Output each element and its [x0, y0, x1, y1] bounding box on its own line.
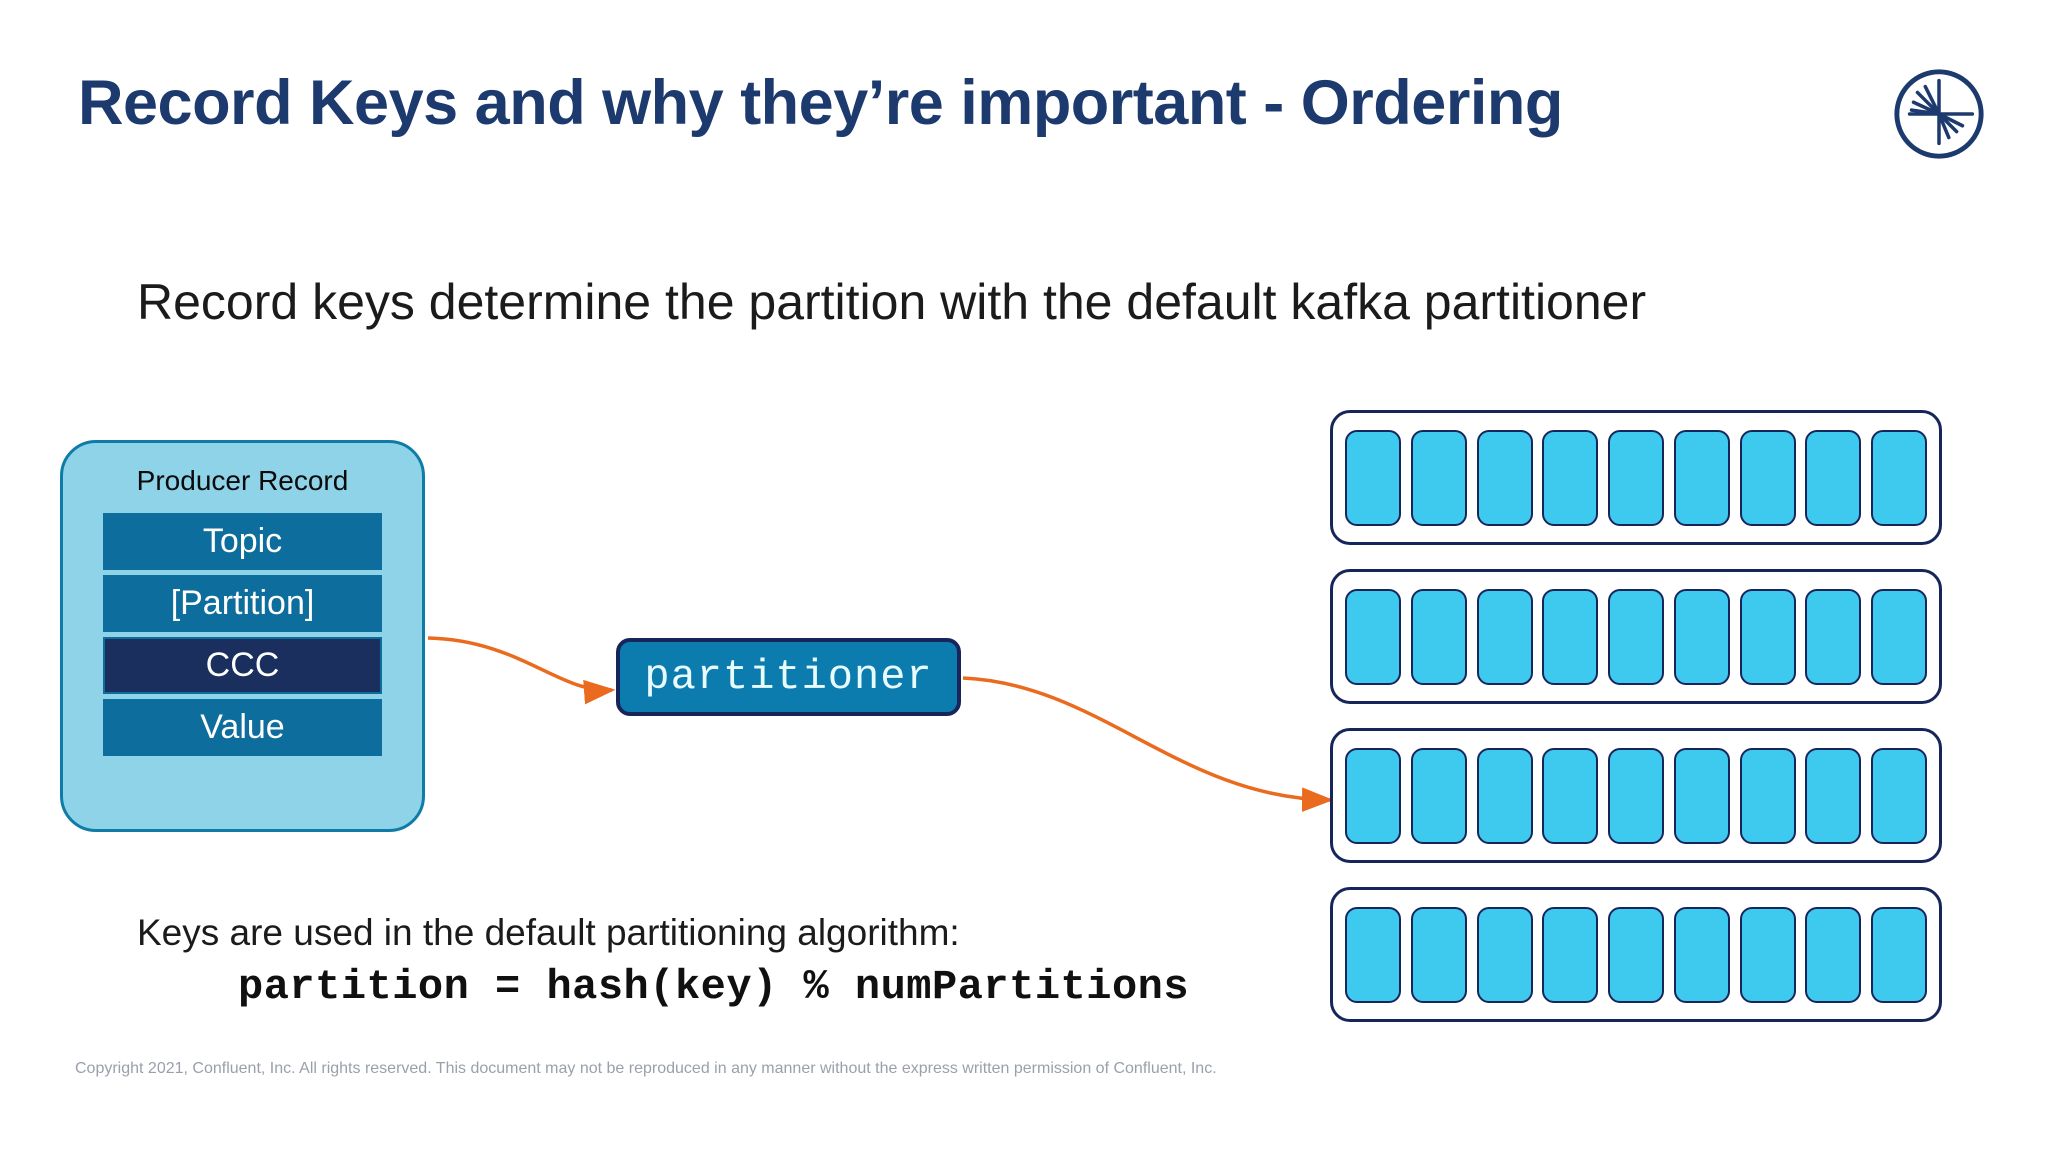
producer-record-title: Producer Record — [136, 465, 349, 496]
partition-cell — [1410, 588, 1467, 685]
record-field-topic: Topic — [103, 513, 382, 570]
partition-cell — [1608, 906, 1664, 1003]
partition-cell — [1608, 588, 1664, 685]
partition-cell — [1805, 906, 1862, 1003]
partition-cell — [1410, 906, 1467, 1003]
partition-cell — [1542, 747, 1599, 844]
partition-cell — [1410, 747, 1467, 844]
page-title: Record Keys and why they’re important - … — [78, 68, 1563, 138]
partition-cell — [1673, 747, 1730, 844]
record-field-value: Value — [103, 699, 382, 756]
record-field-partition: [Partition] — [103, 575, 382, 632]
producer-record-card: Producer Record Topic [Partition] CCC Va… — [60, 440, 425, 832]
partition-cell — [1410, 429, 1467, 526]
partition-cell — [1871, 429, 1927, 526]
partition-cell — [1345, 429, 1401, 526]
copyright-notice: Copyright 2021, Confluent, Inc. All righ… — [75, 1060, 1217, 1077]
partition-cell — [1739, 906, 1796, 1003]
partition-cell — [1608, 747, 1664, 844]
partition-cell — [1345, 906, 1401, 1003]
partition-cell — [1476, 588, 1533, 685]
slide-subtitle: Record keys determine the partition with… — [137, 274, 1647, 330]
partition-cell — [1871, 588, 1927, 685]
partition-cell — [1542, 429, 1599, 526]
partition-cell — [1542, 588, 1599, 685]
partition-row-1 — [1330, 410, 1942, 545]
algorithm-formula: partition = hash(key) % numPartitions — [238, 963, 1190, 1011]
record-to-partitioner-arrow — [427, 636, 616, 705]
partitioner-node: partitioner — [616, 638, 961, 716]
partition-cell — [1871, 906, 1927, 1003]
partition-rows-group — [1330, 410, 1942, 1046]
partition-cell — [1739, 429, 1796, 526]
partition-row-3 — [1330, 728, 1942, 863]
partition-cell — [1345, 588, 1401, 685]
algorithm-note: Keys are used in the default partitionin… — [137, 912, 960, 953]
partition-cell — [1476, 906, 1533, 1003]
confluent-logo-icon — [1890, 65, 1988, 163]
partition-cell — [1608, 429, 1664, 526]
partition-cell — [1476, 747, 1533, 844]
partition-cell — [1476, 429, 1533, 526]
partitioner-to-partition-arrow — [962, 676, 1334, 812]
producer-record-fields: Topic [Partition] CCC Value — [103, 513, 382, 761]
partition-row-4 — [1330, 887, 1942, 1022]
partition-cell — [1805, 747, 1862, 844]
partitioner-label: partitioner — [644, 653, 933, 701]
partition-cell — [1739, 588, 1796, 685]
record-field-key: CCC — [103, 637, 382, 694]
partition-cell — [1345, 747, 1401, 844]
partition-cell — [1673, 906, 1730, 1003]
partition-cell — [1805, 429, 1862, 526]
partition-row-2 — [1330, 569, 1942, 704]
partition-cell — [1542, 906, 1599, 1003]
partition-cell — [1673, 429, 1730, 526]
partition-cell — [1739, 747, 1796, 844]
partition-cell — [1871, 747, 1927, 844]
partition-cell — [1673, 588, 1730, 685]
partition-cell — [1805, 588, 1862, 685]
